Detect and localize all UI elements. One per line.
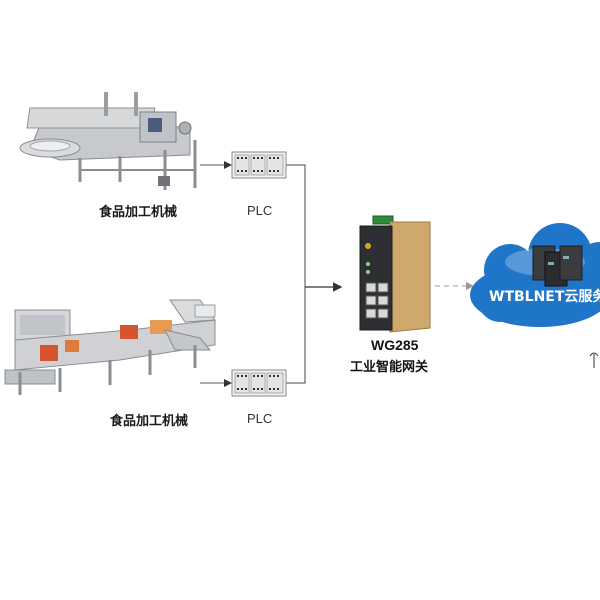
server-icon [532,245,583,287]
plc-top-label: PLC [247,203,273,218]
machine-top-label: 食品加工机械 [99,205,178,220]
machine-bottom-label: 食品加工机械 [110,414,189,429]
line-plc-bottom-to-bus [285,287,306,384]
line-plc-top-to-bus [285,164,306,287]
gateway-description-label: 工业智能网关 [350,360,429,375]
plc-bottom-label: PLC [247,411,273,426]
cloud-service-label: WTBLNET云服务 [489,289,600,305]
gateway-model-label: WG285 [371,337,419,353]
